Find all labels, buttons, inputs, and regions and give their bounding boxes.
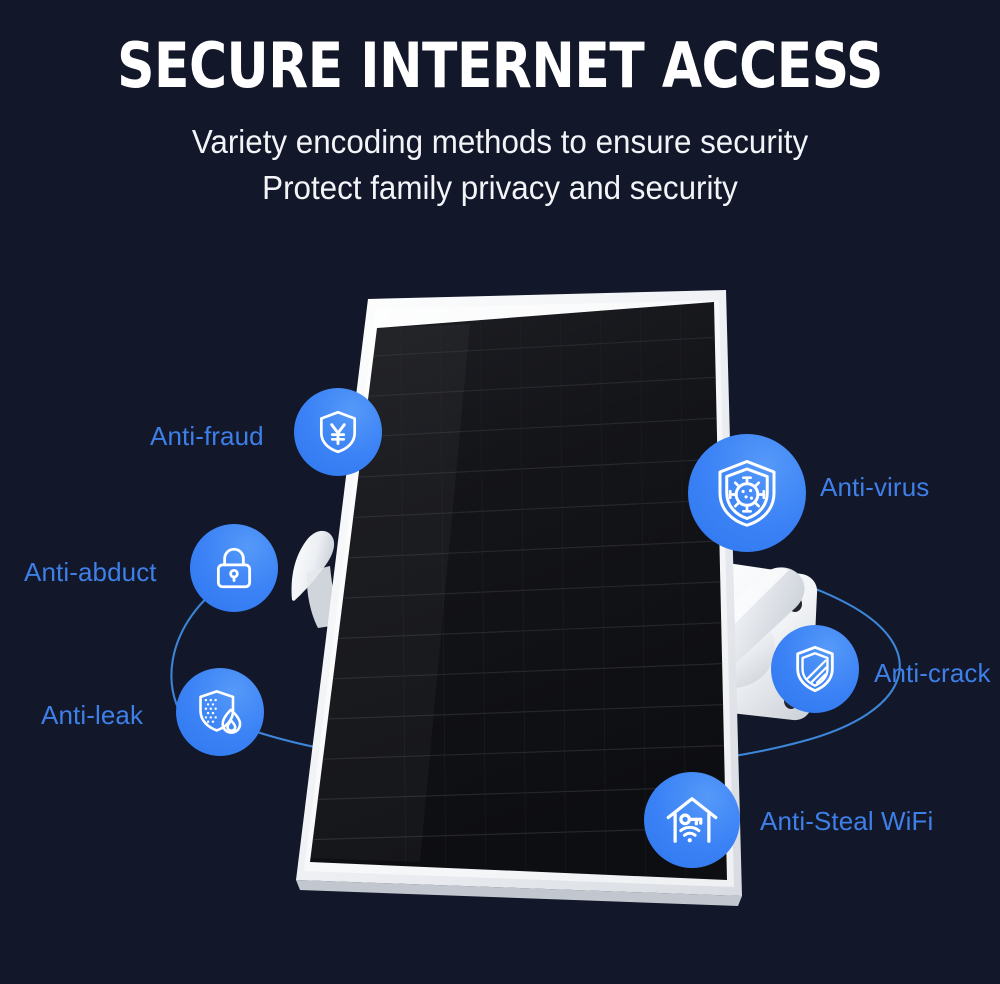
feature-badge-leak[interactable]	[176, 668, 264, 756]
shield-yen-icon	[313, 407, 363, 457]
header: SECURE INTERNET ACCESS Variety encoding …	[0, 0, 1000, 211]
shield-virus-icon	[711, 457, 783, 529]
subtitle-line-2: Protect family privacy and security	[262, 169, 738, 207]
feature-label-virus: Anti-virus	[820, 472, 930, 502]
feature-label-crack: Anti-crack	[874, 658, 991, 688]
shield-flame-icon	[194, 686, 246, 738]
feature-label-abduct: Anti-abduct	[24, 557, 157, 587]
padlock-icon	[209, 543, 259, 593]
feature-badge-fraud[interactable]	[294, 388, 382, 476]
feature-badge-crack[interactable]	[771, 625, 859, 713]
page-title: SECURE INTERNET ACCESS	[117, 29, 883, 102]
feature-badge-virus[interactable]	[688, 434, 806, 552]
house-wifi-key-icon	[662, 790, 722, 850]
solar-panel	[296, 290, 742, 906]
feature-label-fraud: Anti-fraud	[150, 421, 264, 451]
shield-stripes-icon	[789, 643, 841, 695]
feature-badge-abduct[interactable]	[190, 524, 278, 612]
feature-label-wifi: Anti-Steal WiFi	[760, 806, 934, 836]
subtitle-line-1: Variety encoding methods to ensure secur…	[191, 123, 809, 161]
feature-label-leak: Anti-leak	[41, 700, 144, 730]
feature-badge-wifi[interactable]	[644, 772, 740, 868]
